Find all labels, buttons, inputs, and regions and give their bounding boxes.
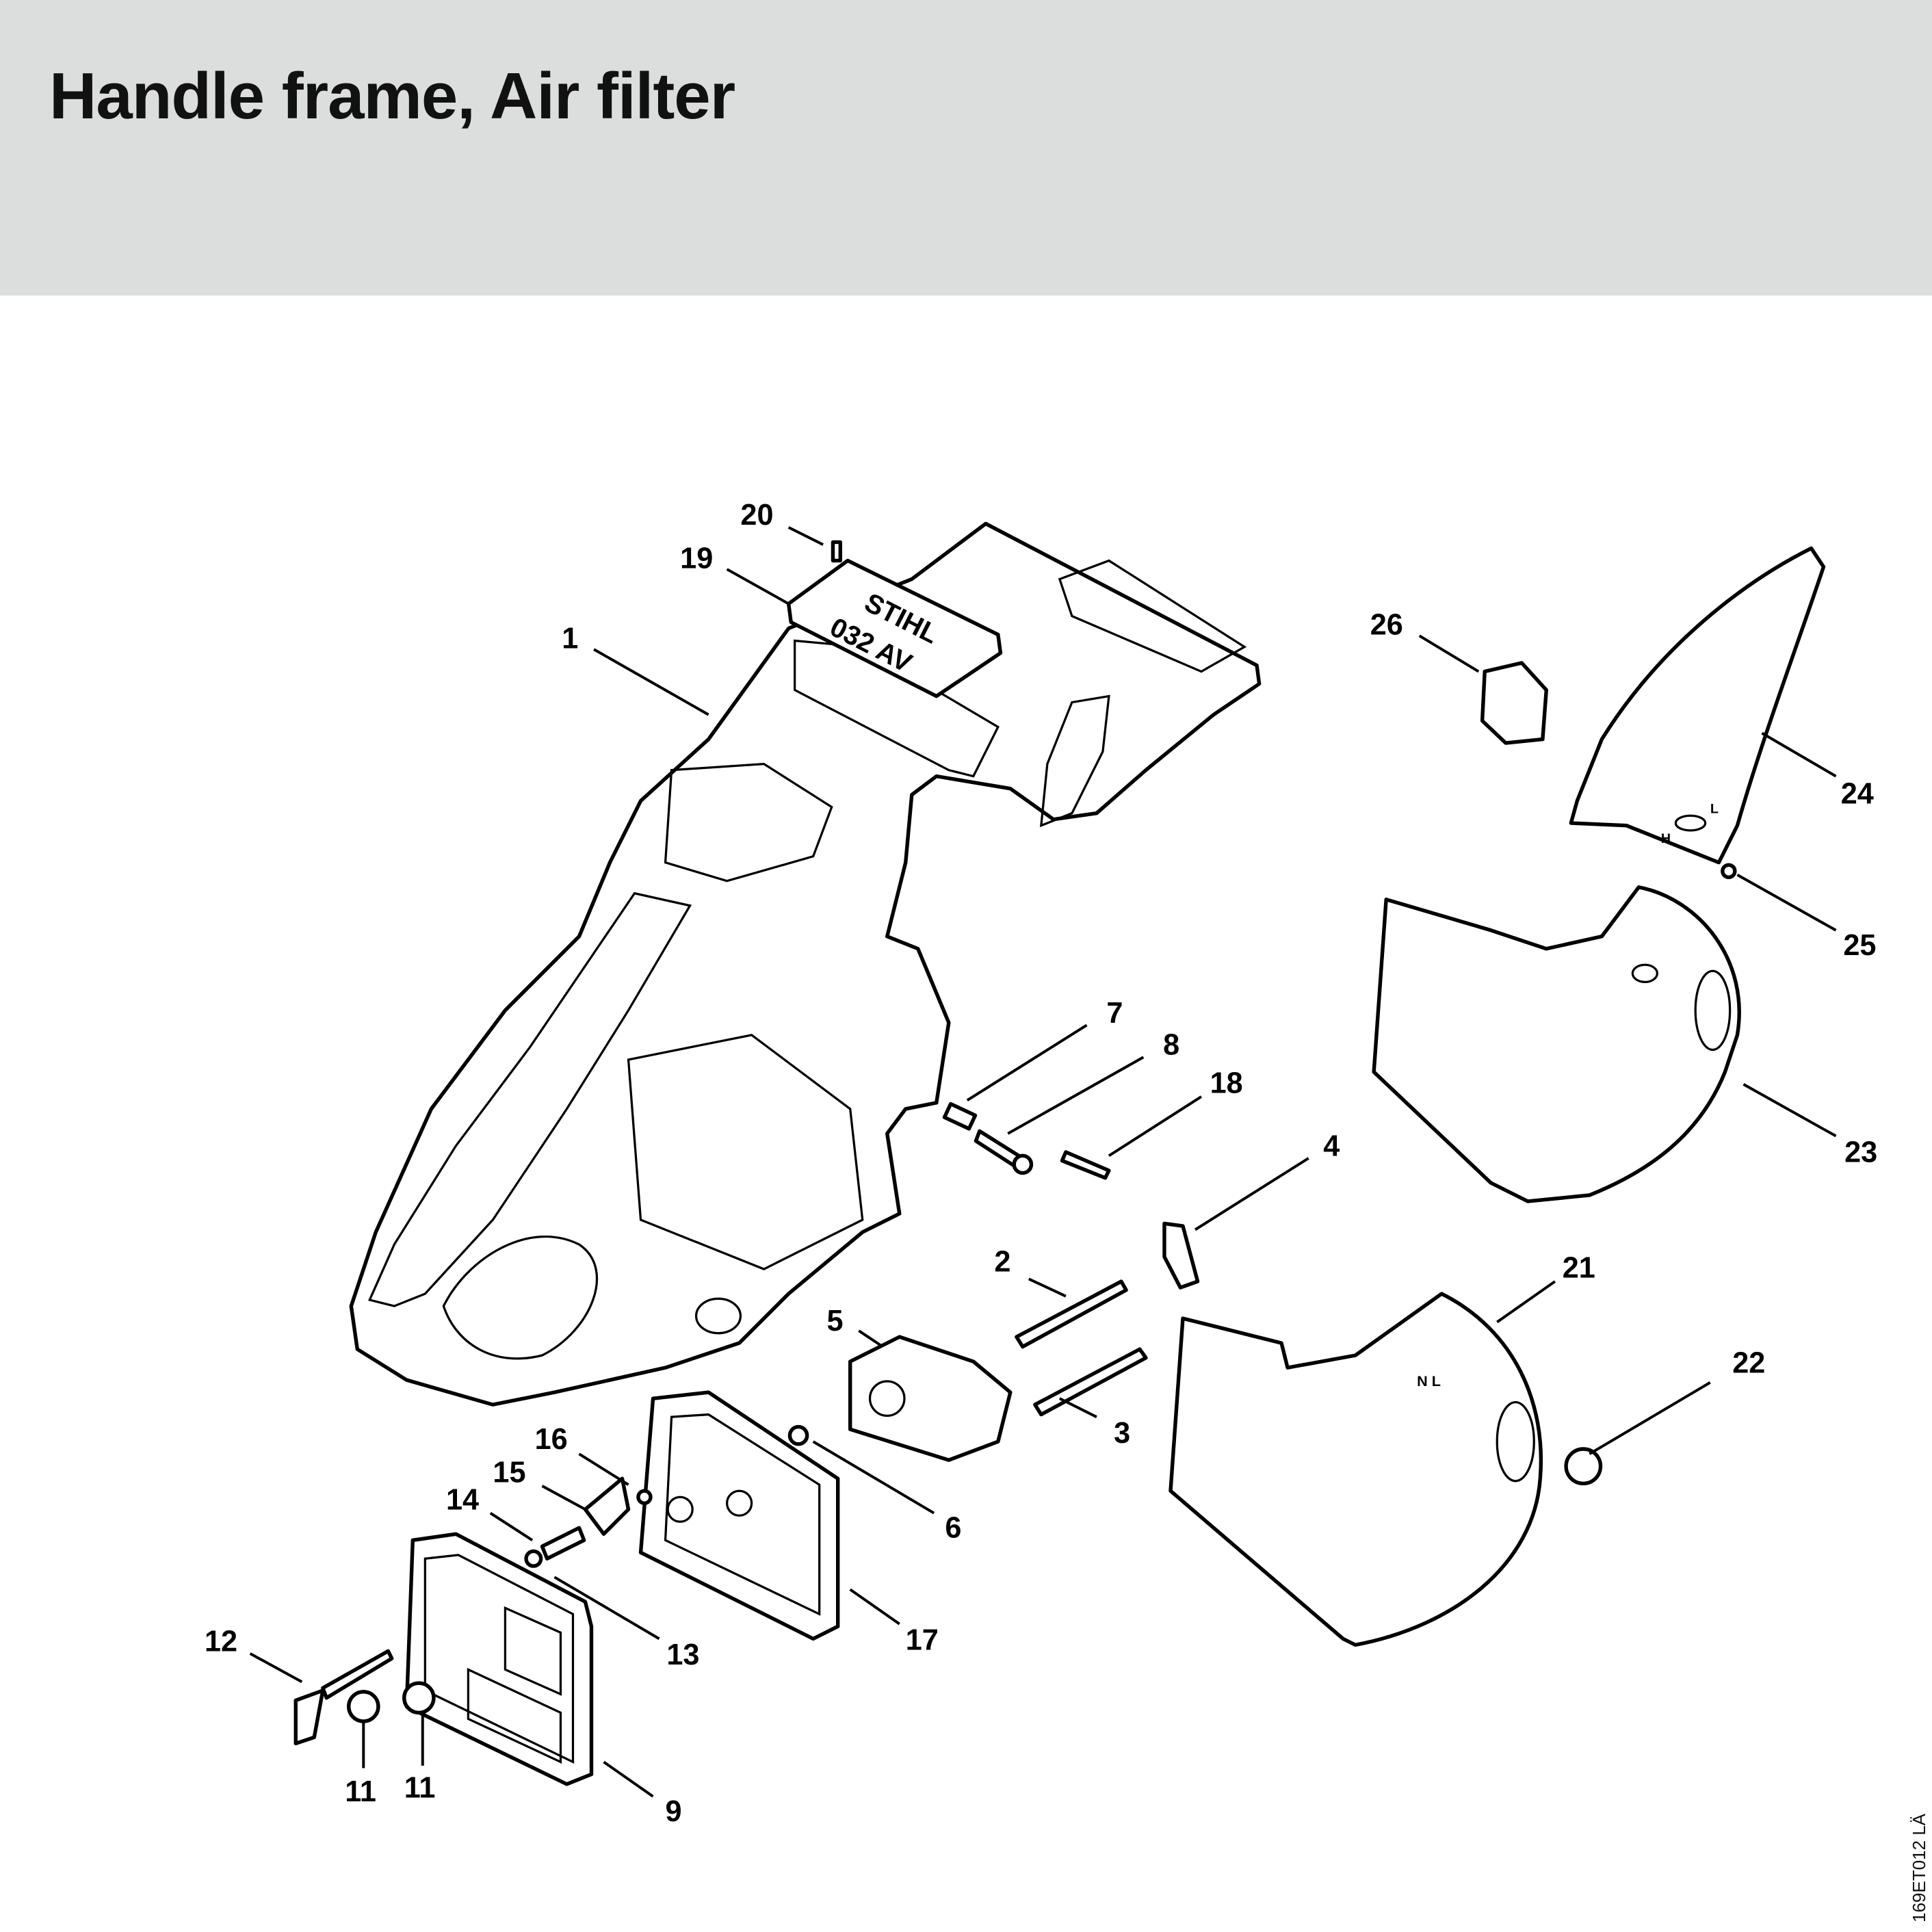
callout-26: 26 [1370,609,1480,673]
callout-label: 23 [1844,1136,1877,1169]
callout-label: 15 [493,1457,525,1489]
callout-label: 12 [205,1625,237,1658]
part-knobs-11-12 [293,1649,436,1746]
callout-8: 8 [1007,1029,1179,1135]
part-screw-25 [1721,863,1737,880]
callout-label: 17 [906,1624,939,1657]
drawing-code: 169ET012 LÄ [1909,1813,1929,1922]
callout-label: 20 [740,499,773,532]
callout-23: 23 [1742,1083,1877,1169]
callout-7: 7 [966,997,1123,1101]
callout-19: 19 [680,542,789,605]
part-plate-4 [1162,1221,1200,1290]
part-cover-23 [1372,885,1741,1203]
part-nut-6 [787,1424,809,1446]
callout-17: 17 [849,1588,939,1657]
callout-label: 5 [826,1305,843,1337]
callout-label: 24 [1841,777,1874,810]
part-cover-21: N L [1169,1292,1543,1647]
part-handle-frame [349,521,1262,1407]
callout-label: 14 [446,1483,479,1516]
part-nameplate: STIHL 032 AV [786,558,1003,699]
callout-label: 18 [1210,1067,1243,1100]
callout-label: 6 [945,1512,961,1545]
cover-mark-nl: N L [1417,1372,1441,1389]
callout-2: 2 [994,1246,1067,1298]
part-fasteners [942,1101,1148,1417]
callout-label: 11 [404,1772,436,1805]
callout-label: 21 [1563,1252,1595,1285]
callout-label: 3 [1114,1417,1130,1450]
callout-label: 22 [1732,1346,1765,1379]
callout-15: 15 [493,1457,586,1511]
callout-13: 13 [553,1576,699,1671]
callout-label: 1 [562,622,578,655]
page-title: Handle frame, Air filter [49,60,735,133]
callout-label: 16 [535,1423,568,1456]
callout-label: 19 [680,542,713,575]
header-bar: Handle frame, Air filter [0,0,1932,296]
callout-25: 25 [1736,873,1876,962]
callout-label: 8 [1163,1029,1179,1062]
part-filter-base [638,1390,840,1641]
callout-18: 18 [1108,1067,1243,1158]
callout-11b: 11 [404,1712,436,1805]
part-cover-24: H L [1569,546,1826,865]
cover-mark-l: L [1710,802,1719,817]
callout-label: 4 [1323,1130,1340,1162]
callout-24: 24 [1761,731,1874,810]
callout-20: 20 [740,499,824,546]
part-carburetor [848,1335,1013,1462]
callout-4: 4 [1194,1130,1340,1231]
part-knob-22 [1564,1447,1603,1486]
callout-11a: 11 [345,1721,376,1808]
callout-14: 14 [446,1483,534,1541]
cover-mark-h: H [1661,831,1671,846]
part-26 [1480,661,1548,745]
callout-1: 1 [562,622,709,716]
part-air-filter [404,1532,594,1786]
callout-9: 9 [603,1760,682,1828]
callout-label: 13 [666,1639,699,1671]
callout-label: 26 [1370,609,1403,642]
callout-22: 22 [1589,1346,1765,1455]
callout-3: 3 [1058,1397,1130,1450]
part-small-parts [524,1476,653,1568]
callout-6: 6 [812,1440,961,1545]
callout-label: 25 [1843,929,1876,962]
callout-12: 12 [205,1625,303,1684]
callout-label: 7 [1106,997,1123,1030]
callout-label: 2 [994,1246,1010,1279]
callout-16: 16 [535,1423,629,1486]
callout-label: 11 [345,1775,376,1808]
callout-21: 21 [1496,1252,1595,1324]
callout-5: 5 [826,1305,882,1347]
callout-label: 9 [666,1795,682,1828]
part-screw-20 [831,540,842,563]
